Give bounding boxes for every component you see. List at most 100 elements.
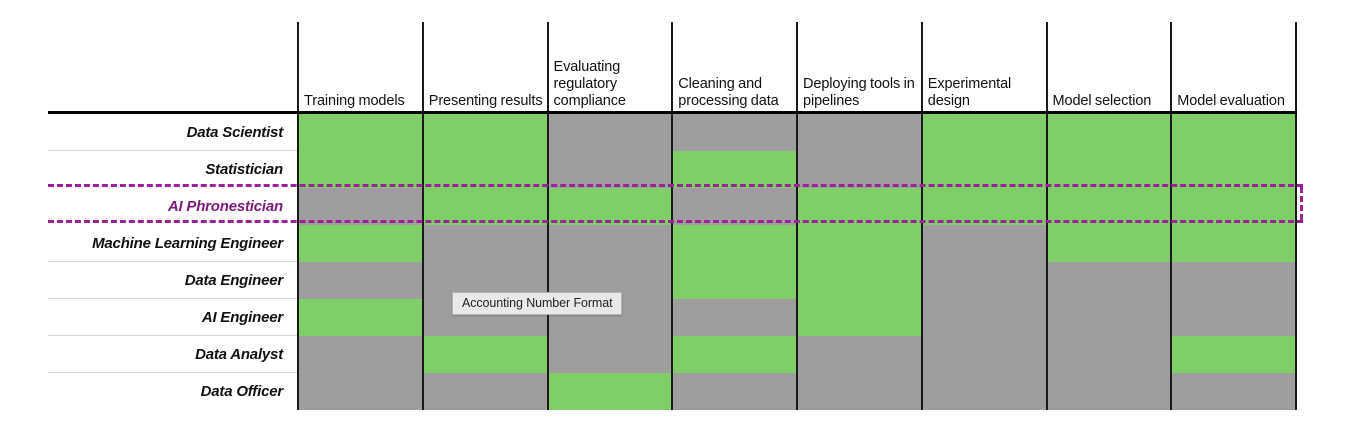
column-header-row: Training models Presenting results Evaluat… <box>297 22 1297 112</box>
cell-4-4 <box>798 262 923 299</box>
row-label-text: AI Engineer <box>201 308 283 326</box>
grid-row-3 <box>299 225 1295 262</box>
column-header-3: Cleaning and processing data <box>671 22 796 112</box>
highlight-band-right-edge <box>1300 187 1303 220</box>
column-header-4: Deploying tools in pipelines <box>796 22 921 112</box>
column-header-6: Model selection <box>1045 22 1171 112</box>
cell-2-3 <box>673 188 798 225</box>
cell-5-5 <box>922 299 1048 336</box>
cell-5-4 <box>798 299 923 336</box>
header-divider-rule <box>48 111 1297 114</box>
cell-grid <box>297 114 1297 410</box>
cell-6-0 <box>299 336 424 373</box>
cell-1-0 <box>299 151 424 188</box>
cell-7-3 <box>673 373 798 410</box>
cell-7-5 <box>922 373 1048 410</box>
cell-7-2 <box>548 373 674 410</box>
grid-row-1 <box>299 151 1295 188</box>
column-header-label: Model evaluation <box>1177 93 1285 109</box>
cell-5-7 <box>1172 299 1295 336</box>
cell-0-7 <box>1172 114 1295 151</box>
row-label-text: Machine Learning Engineer <box>92 234 283 252</box>
cell-0-0 <box>299 114 424 151</box>
cell-7-7 <box>1172 373 1295 410</box>
column-header-2: Evaluating regulatory compliance <box>546 22 672 112</box>
cell-3-7 <box>1172 225 1295 262</box>
cell-0-1 <box>423 114 549 151</box>
cell-7-0 <box>299 373 424 410</box>
row-label-text: Data Engineer <box>184 271 283 289</box>
cell-6-1 <box>423 336 549 373</box>
cell-2-6 <box>1047 188 1173 225</box>
cell-2-0 <box>299 188 424 225</box>
cell-3-3 <box>673 225 798 262</box>
cell-3-6 <box>1047 225 1173 262</box>
cell-0-3 <box>673 114 798 151</box>
column-header-5: Experimental design <box>920 22 1046 112</box>
cell-1-6 <box>1047 151 1173 188</box>
cell-3-0 <box>299 225 424 262</box>
cell-4-0 <box>299 262 424 299</box>
row-label-text: Data Officer <box>200 383 284 400</box>
column-header-label: Cleaning and processing data <box>678 76 779 109</box>
cell-0-4 <box>798 114 923 151</box>
column-header-0: Training models <box>297 22 422 112</box>
cell-2-5 <box>922 188 1048 225</box>
cell-6-3 <box>673 336 798 373</box>
column-header-label: Training models <box>304 93 405 109</box>
row-label-7: Data Officer <box>48 373 297 410</box>
cell-1-3 <box>673 151 798 188</box>
cell-5-6 <box>1047 299 1173 336</box>
cell-6-6 <box>1047 336 1173 373</box>
column-header-label: Model selection <box>1052 93 1152 109</box>
cell-3-4 <box>798 225 923 262</box>
cell-4-5 <box>922 262 1048 299</box>
grid-row-2 <box>299 188 1295 225</box>
cell-3-1 <box>423 225 549 262</box>
row-label-text: Statistician <box>205 161 283 178</box>
column-header-label: Presenting results <box>428 93 543 109</box>
row-label-0: Data Scientist <box>48 114 297 151</box>
cell-3-2 <box>548 225 674 262</box>
row-label-4: Data Engineer <box>48 262 297 299</box>
cell-1-4 <box>798 151 923 188</box>
cell-5-3 <box>673 299 798 336</box>
cell-2-1 <box>423 188 549 225</box>
cell-5-0 <box>299 299 424 336</box>
cell-1-1 <box>423 151 549 188</box>
cell-6-2 <box>548 336 674 373</box>
row-label-2: AI Phronestician <box>48 188 297 225</box>
row-label-1: Statistician <box>48 151 297 188</box>
grid-row-4 <box>299 262 1295 299</box>
cell-1-5 <box>922 151 1048 188</box>
cell-0-5 <box>922 114 1048 151</box>
column-header-1: Presenting results <box>421 22 547 112</box>
row-label-text: Data Analyst <box>195 345 283 363</box>
cell-4-7 <box>1172 262 1295 299</box>
cell-1-2 <box>548 151 674 188</box>
grid-row-7 <box>299 373 1295 410</box>
tooltip-accounting-number-format: Accounting Number Format <box>452 292 623 315</box>
column-header-label: Evaluating regulatory compliance <box>553 59 626 109</box>
row-label-6: Data Analyst <box>48 336 297 373</box>
row-label-text: Data Scientist <box>186 123 284 141</box>
cell-7-1 <box>423 373 549 410</box>
column-header-label: Deploying tools in pipelines <box>803 76 915 109</box>
row-label-3: Machine Learning Engineer <box>48 225 297 262</box>
cell-2-4 <box>798 188 923 225</box>
cell-6-4 <box>798 336 923 373</box>
cell-4-6 <box>1047 262 1173 299</box>
cell-2-7 <box>1172 188 1295 225</box>
cell-3-5 <box>922 225 1048 262</box>
cell-1-7 <box>1172 151 1295 188</box>
cell-7-4 <box>798 373 923 410</box>
grid-row-6 <box>299 336 1295 373</box>
row-label-5: AI Engineer <box>48 299 297 336</box>
grid-row-5 <box>299 299 1295 336</box>
cell-0-6 <box>1047 114 1173 151</box>
cell-7-6 <box>1047 373 1173 410</box>
column-header-label: Experimental design <box>927 76 1012 109</box>
